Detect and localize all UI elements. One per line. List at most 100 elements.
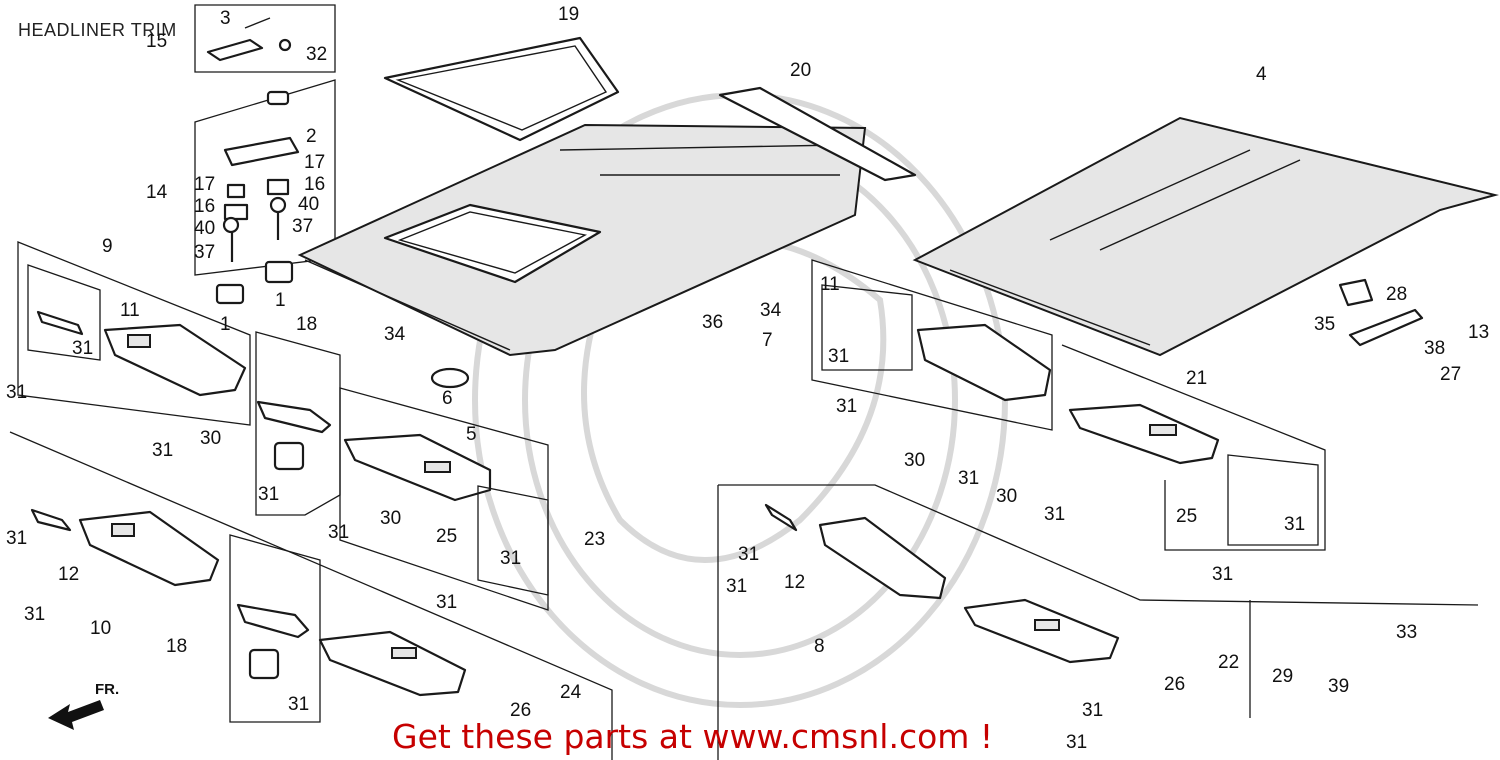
callout-18a: 18 [296,314,317,335]
sunroof-seal [383,36,620,142]
callout-31r: 31 [726,576,747,597]
visor-22-mirror [1034,619,1060,631]
grommet [430,367,470,389]
callout-24: 24 [560,682,582,703]
callout-5: 5 [466,424,477,445]
callout-31c: 31 [152,440,173,461]
callout-40a: 40 [298,194,319,215]
callout-25a: 25 [436,526,457,547]
visor-group-9 [17,241,251,426]
callout-11b: 11 [820,274,840,295]
callout-38: 38 [1424,338,1445,359]
callout-32: 32 [306,44,327,65]
callout-31f: 31 [500,548,521,569]
callout-34a: 34 [384,324,406,345]
callout-37a: 37 [292,216,313,237]
headliner-plain [912,116,1499,357]
callout-18b: 18 [166,636,187,657]
callout-13: 13 [1468,322,1489,343]
callout-17a: 17 [304,152,325,173]
headliner-sunroof [297,123,867,357]
visor-group-8 [717,484,1479,760]
callout-6: 6 [442,388,453,409]
visor-group-21 [1061,344,1326,551]
callout-16a: 16 [304,174,325,195]
callout-31k: 31 [828,346,849,367]
callout-26b: 26 [1164,674,1185,695]
callout-31g: 31 [436,592,457,613]
visor-group-7 [811,259,1053,431]
callout-7: 7 [762,330,773,351]
visor-group-10 [9,431,613,760]
callout-31q: 31 [738,544,759,565]
callout-31t: 31 [1066,732,1087,753]
callout-11a: 11 [120,300,140,321]
callout-35: 35 [1314,314,1335,335]
callout-3: 3 [220,8,231,29]
callout-1b: 1 [220,314,231,335]
callout-19: 19 [558,4,579,25]
visor-24 [318,630,467,697]
callout-31d: 31 [258,484,279,505]
callout-12a: 12 [58,564,79,585]
callout-28: 28 [1386,284,1407,305]
callout-31a: 31 [72,338,93,359]
callout-15: 15 [146,31,167,52]
callout-30b: 30 [380,508,401,529]
callout-21: 21 [1186,368,1207,389]
callout-30d: 30 [996,486,1017,507]
callout-12b: 12 [784,572,805,593]
callout-33: 33 [1396,622,1417,643]
callout-4: 4 [1256,64,1267,85]
callout-2: 2 [306,126,317,147]
callout-36: 36 [702,312,723,333]
callout-23: 23 [584,529,605,550]
grab-handle [1348,308,1424,347]
callout-22: 22 [1218,652,1239,673]
front-direction-arrow: FR. [48,681,119,730]
callout-31o: 31 [1284,514,1305,535]
roof-rail [718,86,917,182]
visor-24-mirror [391,647,417,659]
group-bracket-top [194,4,336,73]
callout-31b: 31 [6,382,27,403]
callout-29: 29 [1272,666,1293,687]
callout-16b: 16 [194,196,215,217]
visor-group-23 [339,387,549,611]
callout-31e: 31 [328,522,349,543]
callout-1a: 1 [275,290,286,311]
callout-20: 20 [790,60,811,81]
handle-bracket [1338,278,1374,307]
cmsnl-banner[interactable]: Get these parts at www.cmsnl.com ! [392,717,993,756]
callout-40b: 40 [194,218,215,239]
diagram-title: HEADLINER TRIM [18,20,177,40]
callout-37b: 37 [194,242,215,263]
clip-part-1b [215,283,245,305]
callout-9: 9 [102,236,113,257]
callout-31m: 31 [958,468,979,489]
callout-34b: 34 [760,300,782,321]
callout-31l: 31 [836,396,857,417]
callout-14: 14 [146,182,168,203]
callout-26a: 26 [510,700,531,721]
callout-31i: 31 [24,604,45,625]
callout-27: 27 [1440,364,1461,385]
callout-30a: 30 [200,428,221,449]
direction-label: FR. [95,681,119,698]
visor-group-18-lower [229,534,321,723]
callout-17b: 17 [194,174,215,195]
callout-10: 10 [90,618,111,639]
callout-31p: 31 [1212,564,1233,585]
callout-8: 8 [814,636,825,657]
clip-part-1a [264,260,294,284]
callouts: 3 15 32 2 14 17 17 16 16 40 40 37 37 1 1… [6,4,1489,753]
visor-group-18-upper [255,331,341,516]
callout-39: 39 [1328,676,1349,697]
callout-31h: 31 [6,528,27,549]
callout-31j: 31 [288,694,309,715]
callout-31n: 31 [1044,504,1065,525]
callout-31s: 31 [1082,700,1103,721]
callout-30c: 30 [904,450,925,471]
callout-25b: 25 [1176,506,1197,527]
